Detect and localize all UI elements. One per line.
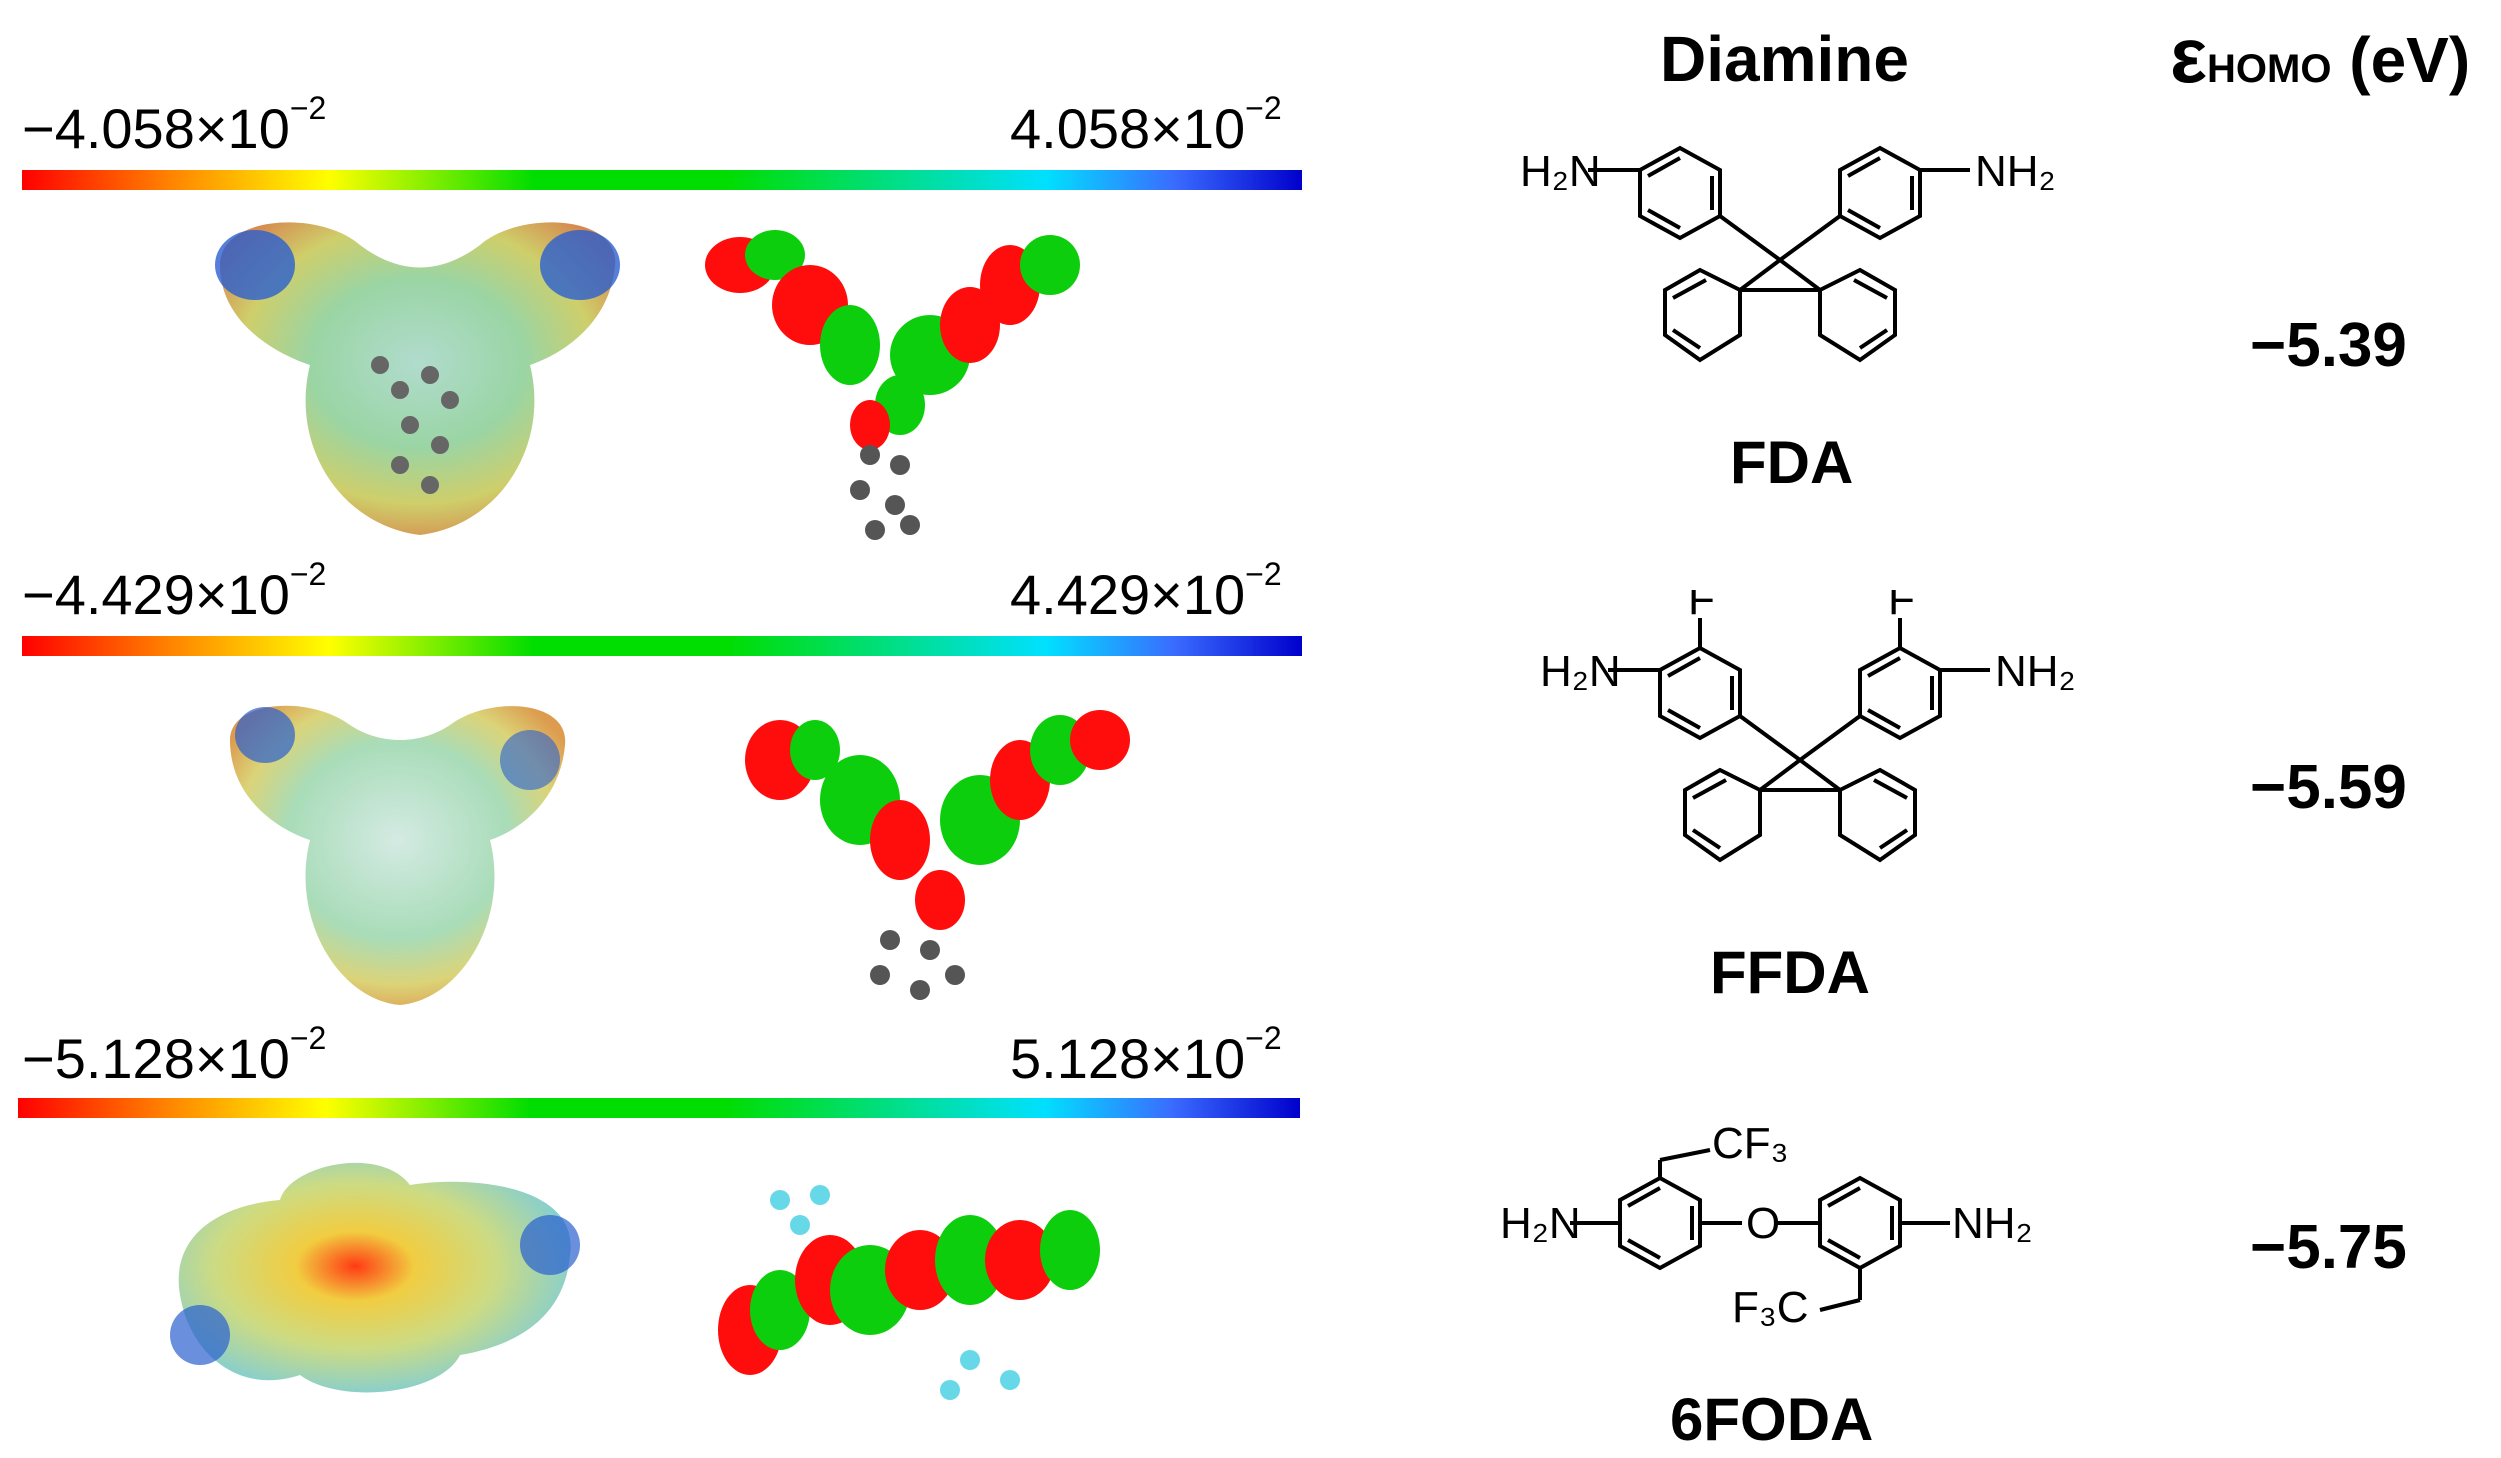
fda-h2n-label: H₂N bbox=[1520, 147, 1601, 196]
scale-max-text-2: 4.429×10 bbox=[1010, 563, 1246, 626]
homo-orbital-ffda bbox=[745, 710, 1130, 1000]
scale-max-exp-2: −2 bbox=[1245, 556, 1282, 592]
scale-min-label-1: −4.058×10−2 bbox=[22, 90, 326, 161]
scale-max-label-3: 5.128×10−2 bbox=[1010, 1020, 1282, 1091]
6foda-ehomo-value: −5.75 bbox=[2250, 1213, 2407, 1282]
diamine-header: Diamine bbox=[1660, 23, 1909, 95]
ffda-name: FFDA bbox=[1710, 939, 1870, 1006]
fda-nh2-label: NH₂ bbox=[1975, 147, 2056, 196]
6foda-cf3-label: CF₃ bbox=[1712, 1119, 1789, 1168]
scale-min-text-3: −5.128×10 bbox=[22, 1027, 290, 1090]
homo-orbital-6foda bbox=[718, 1185, 1100, 1400]
esp-surface-fda bbox=[215, 222, 620, 535]
scale-max-text-1: 4.058×10 bbox=[1010, 97, 1246, 160]
6foda-h2n-label: H₂N bbox=[1500, 1199, 1581, 1248]
6foda-name: 6FODA bbox=[1670, 1386, 1874, 1453]
ffda-f-label-right: F bbox=[1888, 590, 1915, 624]
ffda-h2n-label: H₂N bbox=[1540, 647, 1621, 696]
esp-surface-6foda bbox=[170, 1162, 580, 1393]
ehomo-subscript: HOMO bbox=[2207, 47, 2332, 91]
color-scale-bar-1 bbox=[22, 170, 1302, 190]
scale-min-text-1: −4.058×10 bbox=[22, 97, 290, 160]
ffda-ehomo-value: −5.59 bbox=[2250, 753, 2407, 822]
6foda-nh2-label: NH₂ bbox=[1952, 1199, 2033, 1248]
esp-surface-ffda bbox=[230, 705, 566, 1005]
fda-ehomo-value: −5.39 bbox=[2250, 311, 2407, 380]
scale-min-text-2: −4.429×10 bbox=[22, 563, 290, 626]
color-scale-bar-3 bbox=[18, 1098, 1300, 1118]
ehomo-symbol: ε bbox=[2170, 11, 2208, 99]
fda-structure: H₂N NH₂ bbox=[1520, 145, 2056, 363]
scale-max-exp-3: −2 bbox=[1245, 1020, 1282, 1056]
ehomo-unit: (eV) bbox=[2349, 24, 2471, 96]
homo-orbital-fda bbox=[705, 230, 1080, 540]
ffda-structure: H₂N NH₂ F F bbox=[1540, 590, 2076, 863]
color-scale-bar-2 bbox=[22, 636, 1302, 656]
scale-min-label-3: −5.128×10−2 bbox=[22, 1020, 326, 1091]
scale-max-text-3: 5.128×10 bbox=[1010, 1027, 1246, 1090]
scale-min-exp-1: −2 bbox=[289, 90, 327, 126]
ehomo-header: εHOMO (eV) bbox=[2170, 10, 2470, 101]
scale-max-label-1: 4.058×10−2 bbox=[1010, 90, 1282, 161]
fda-name: FDA bbox=[1730, 429, 1854, 496]
scale-max-exp-1: −2 bbox=[1245, 90, 1282, 126]
6foda-f3c-label: F₃C bbox=[1732, 1283, 1809, 1332]
scale-max-label-2: 4.429×10−2 bbox=[1010, 556, 1282, 627]
ffda-f-label-left: F bbox=[1688, 590, 1715, 624]
scale-min-exp-2: −2 bbox=[289, 556, 327, 592]
6foda-o-label: O bbox=[1746, 1199, 1780, 1248]
ffda-nh2-label: NH₂ bbox=[1995, 647, 2076, 696]
6foda-structure: H₂N NH₂ O CF₃ F₃C bbox=[1500, 1119, 2033, 1332]
scale-min-exp-3: −2 bbox=[289, 1020, 327, 1056]
scale-min-label-2: −4.429×10−2 bbox=[22, 556, 326, 627]
